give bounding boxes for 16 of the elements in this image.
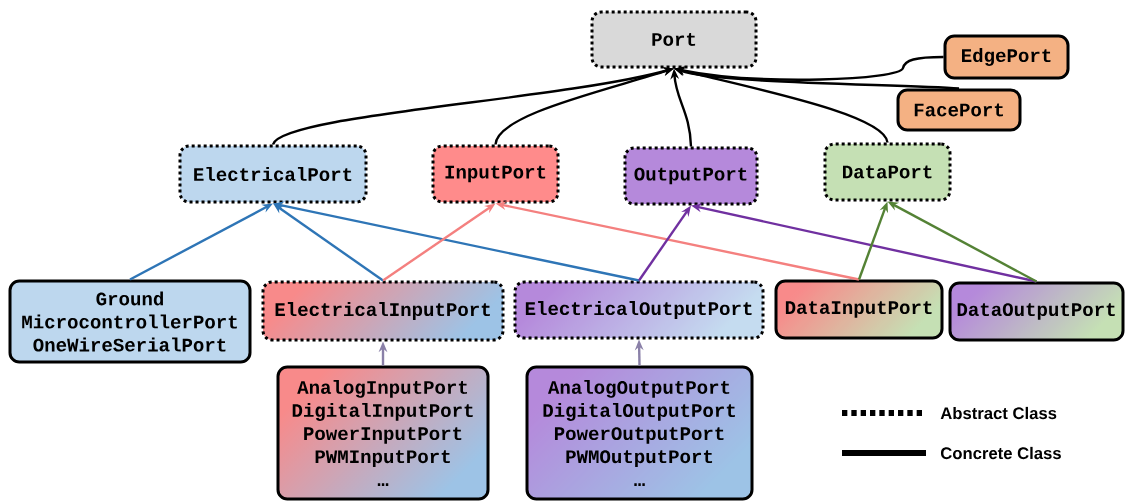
class-box: DataPort — [823, 142, 952, 202]
class-box: DataOutputPort — [948, 281, 1125, 342]
class-box: AnalogInputPort DigitalInputPort PowerInputPort PWMInputPort … — [276, 365, 490, 501]
legend-label: Concrete Class — [940, 446, 1061, 460]
class-box: ElectricalPort — [178, 144, 368, 204]
legend-label: Abstract Class — [940, 406, 1057, 420]
class-box: InputPort — [431, 144, 560, 204]
class-box: OutputPort — [623, 146, 759, 206]
class-box: ElectricalOutputPort — [513, 280, 765, 340]
class-box: EdgePort — [943, 34, 1070, 80]
class-box: Ground MicrocontrollerPort OneWireSerialPort — [8, 279, 252, 364]
class-box: AnalogOutputPort DigitalOutputPort PowerOutputPort PWMOutputPort … — [525, 365, 754, 501]
class-box: FacePort — [896, 88, 1022, 132]
class-box: DataInputPort — [774, 279, 944, 340]
class-box: Port — [590, 10, 758, 69]
class-box: ElectricalInputPort — [261, 280, 505, 342]
